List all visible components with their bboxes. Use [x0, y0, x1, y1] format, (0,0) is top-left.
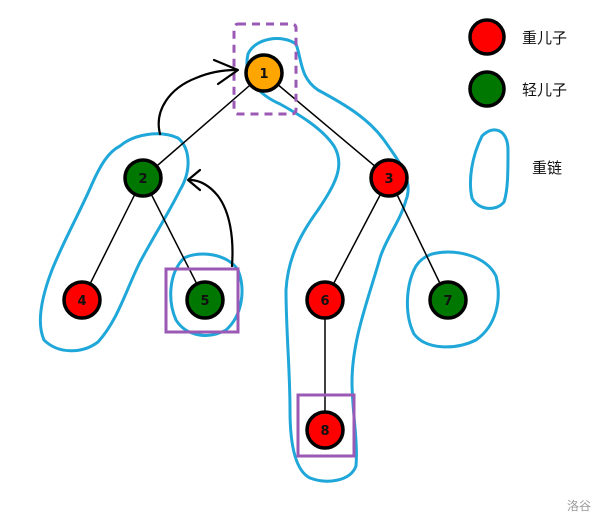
node-label-6: 6: [320, 294, 329, 309]
node-circle-2: [123, 158, 163, 198]
legend-heavy-label: 重儿子: [522, 29, 567, 47]
legend-light-label: 轻儿子: [522, 81, 567, 99]
edge-1-2: [142, 72, 265, 179]
tree-nodes: 1 2 3 4 5 6 7 8: [62, 53, 468, 450]
chain-outline-2-4: [38, 132, 190, 353]
heavy-chain-outlines: [38, 37, 500, 483]
node-circle-3: [369, 158, 409, 198]
node-label-8: 8: [320, 424, 329, 439]
arrow-2-to-1: [157, 68, 238, 136]
node-6: 6: [305, 280, 345, 320]
edge-3-7: [388, 177, 449, 301]
node-2: 2: [123, 158, 163, 198]
node-label-7: 7: [443, 294, 452, 309]
chain-outline-5: [169, 252, 244, 337]
highlight-boxes: [164, 22, 356, 458]
node-circle-1: [244, 53, 284, 93]
node-circle-4: [62, 280, 102, 320]
node-label-4: 4: [77, 294, 86, 309]
node-5: 5: [185, 280, 225, 320]
legend: 重儿子 轻儿子 重链: [468, 18, 567, 210]
arrow-5-to-2: [188, 178, 234, 268]
legend-light-swatch: [468, 70, 506, 108]
node-1: 1: [244, 53, 284, 93]
node-3: 3: [369, 158, 409, 198]
node-circle-8: [305, 410, 345, 450]
arrow-head-5-to-2: [186, 168, 202, 192]
node-label-1: 1: [259, 67, 268, 82]
edge-2-5: [142, 177, 206, 301]
node-label-5: 5: [200, 294, 209, 309]
chain-outline-7: [405, 250, 500, 349]
edge-2-4: [81, 177, 144, 301]
legend-heavy-swatch: [468, 18, 506, 56]
highlight-box-node-8: [296, 393, 356, 458]
node-4: 4: [62, 280, 102, 320]
edge-1-3: [263, 72, 390, 179]
arrow-head-2-to-1: [212, 58, 240, 86]
highlight-box-node-1: [232, 22, 298, 116]
watermark: 洛谷: [566, 499, 591, 513]
node-7: 7: [428, 280, 468, 320]
node-circle-5: [185, 280, 225, 320]
node-label-3: 3: [384, 172, 393, 187]
chain-outline-1-3-6-8: [245, 37, 410, 483]
node-circle-7: [428, 280, 468, 320]
arrows: [157, 58, 240, 268]
legend-chain-swatch: [468, 128, 510, 210]
node-label-2: 2: [138, 172, 147, 187]
legend-chain-label: 重链: [532, 159, 562, 177]
node-circle-6: [305, 280, 345, 320]
edge-3-6: [324, 177, 390, 301]
highlight-box-node-5: [164, 267, 240, 334]
tree-edges: [81, 72, 449, 430]
node-8: 8: [305, 410, 345, 450]
